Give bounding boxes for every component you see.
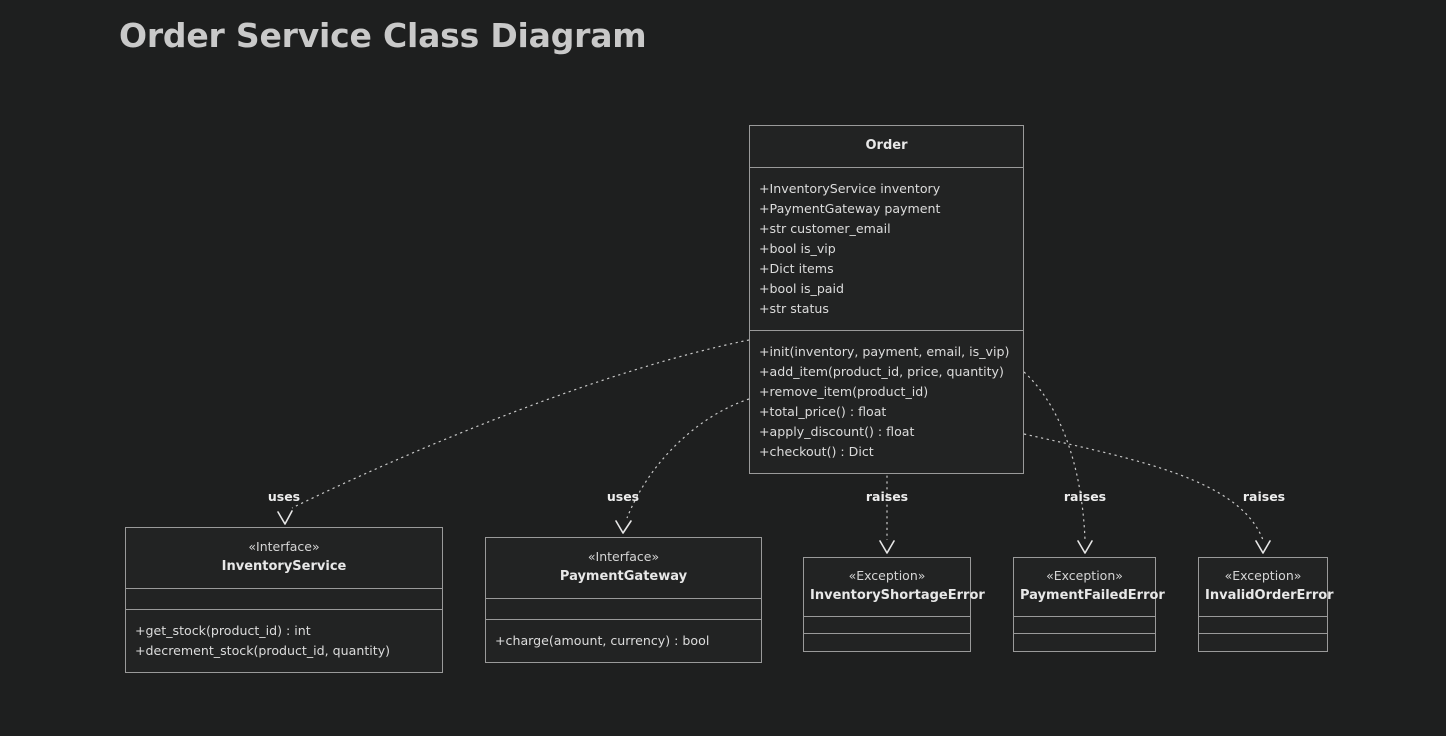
arrowhead-uses-paymentgateway bbox=[615, 520, 632, 534]
attribute-row: +str customer_email bbox=[759, 221, 891, 237]
edge-label-uses-inventoryservice: uses bbox=[267, 489, 301, 504]
class-header-paymentfailederror: «Exception» PaymentFailedError bbox=[1014, 558, 1165, 617]
methods-compartment-inventoryservice: +get_stock(product_id) : int +decrement_… bbox=[126, 610, 442, 672]
arrowhead-uses-inventoryservice bbox=[277, 510, 293, 525]
methods-compartment-paymentgateway: +charge(amount, currency) : bool bbox=[486, 620, 761, 662]
method-row: +charge(amount, currency) : bool bbox=[495, 632, 710, 648]
edge-label-raises-inventoryshortageerror: raises bbox=[865, 489, 909, 504]
edge-uses-paymentgateway bbox=[626, 398, 750, 519]
class-box-paymentgateway[interactable]: «Interface» PaymentGateway +charge(amoun… bbox=[485, 537, 762, 663]
class-name-paymentgateway: PaymentGateway bbox=[559, 568, 688, 584]
class-name-invalidordererror: InvalidOrderError bbox=[1205, 587, 1334, 603]
attributes-compartment-inventoryshortageerror bbox=[804, 617, 970, 634]
class-stereotype-inventoryservice: «Interface» bbox=[248, 539, 320, 554]
method-row: +init(inventory, payment, email, is_vip) bbox=[759, 344, 1010, 360]
method-row: +add_item(product_id, price, quantity) bbox=[759, 364, 1004, 380]
class-name-inventoryshortageerror: InventoryShortageError bbox=[810, 587, 985, 603]
attribute-row: +bool is_paid bbox=[759, 281, 845, 297]
class-box-invalidordererror[interactable]: «Exception» InvalidOrderError bbox=[1198, 557, 1334, 652]
attributes-compartment-order: +InventoryService inventory +PaymentGate… bbox=[750, 168, 1023, 332]
class-stereotype-invalidordererror: «Exception» bbox=[1224, 568, 1302, 583]
methods-compartment-invalidordererror bbox=[1199, 634, 1327, 651]
arrowhead-raises-inventoryshortageerror bbox=[879, 540, 895, 554]
edge-raises-paymentfailederror bbox=[1023, 371, 1086, 541]
edge-raises-invalidordererror bbox=[1023, 433, 1264, 541]
attributes-compartment-paymentgateway bbox=[486, 599, 761, 620]
class-header-invalidordererror: «Exception» InvalidOrderError bbox=[1199, 558, 1334, 617]
class-stereotype-paymentfailederror: «Exception» bbox=[1046, 568, 1123, 583]
method-row: +get_stock(product_id) : int bbox=[135, 622, 311, 638]
page-title: Order Service Class Diagram bbox=[119, 16, 647, 55]
class-header-paymentgateway: «Interface» PaymentGateway bbox=[486, 538, 761, 599]
edge-label-raises-paymentfailederror: raises bbox=[1063, 489, 1107, 504]
edge-label-uses-paymentgateway: uses bbox=[606, 489, 640, 504]
edge-uses-inventoryservice bbox=[291, 339, 750, 509]
arrowhead-raises-invalidordererror bbox=[1255, 540, 1271, 554]
class-stereotype-inventoryshortageerror: «Exception» bbox=[848, 568, 926, 583]
edge-label-raises-invalidordererror: raises bbox=[1242, 489, 1286, 504]
attributes-compartment-paymentfailederror bbox=[1014, 617, 1155, 634]
attribute-row: +Dict items bbox=[759, 261, 834, 277]
method-row: +remove_item(product_id) bbox=[759, 384, 929, 400]
methods-compartment-order: +init(inventory, payment, email, is_vip)… bbox=[750, 331, 1023, 473]
method-row: +total_price() : float bbox=[759, 404, 887, 420]
attribute-row: +InventoryService inventory bbox=[759, 181, 941, 197]
attributes-compartment-invalidordererror bbox=[1199, 617, 1327, 634]
class-name-paymentfailederror: PaymentFailedError bbox=[1020, 587, 1165, 603]
method-row: +apply_discount() : float bbox=[759, 424, 915, 440]
attribute-row: +bool is_vip bbox=[759, 241, 836, 257]
methods-compartment-paymentfailederror bbox=[1014, 634, 1155, 651]
class-header-inventoryshortageerror: «Exception» InventoryShortageError bbox=[804, 558, 985, 617]
attribute-row: +PaymentGateway payment bbox=[759, 201, 941, 217]
class-box-inventoryservice[interactable]: «Interface» InventoryService +get_stock(… bbox=[125, 527, 443, 673]
methods-compartment-inventoryshortageerror bbox=[804, 634, 970, 651]
arrowhead-raises-paymentfailederror bbox=[1077, 540, 1093, 554]
class-header-order: Order bbox=[750, 126, 1023, 169]
method-row: +checkout() : Dict bbox=[759, 444, 874, 460]
method-row: +decrement_stock(product_id, quantity) bbox=[135, 642, 391, 658]
class-box-inventoryshortageerror[interactable]: «Exception» InventoryShortageError bbox=[803, 557, 985, 652]
class-name-inventoryservice: InventoryService bbox=[221, 558, 347, 574]
class-header-inventoryservice: «Interface» InventoryService bbox=[126, 528, 442, 589]
class-name-order: Order bbox=[865, 138, 908, 153]
class-box-order[interactable]: Order +InventoryService inventory +Payme… bbox=[749, 125, 1024, 475]
attribute-row: +str status bbox=[759, 301, 829, 317]
class-stereotype-paymentgateway: «Interface» bbox=[587, 549, 660, 564]
attributes-compartment-inventoryservice bbox=[126, 589, 442, 610]
class-box-paymentfailederror[interactable]: «Exception» PaymentFailedError bbox=[1013, 557, 1165, 652]
